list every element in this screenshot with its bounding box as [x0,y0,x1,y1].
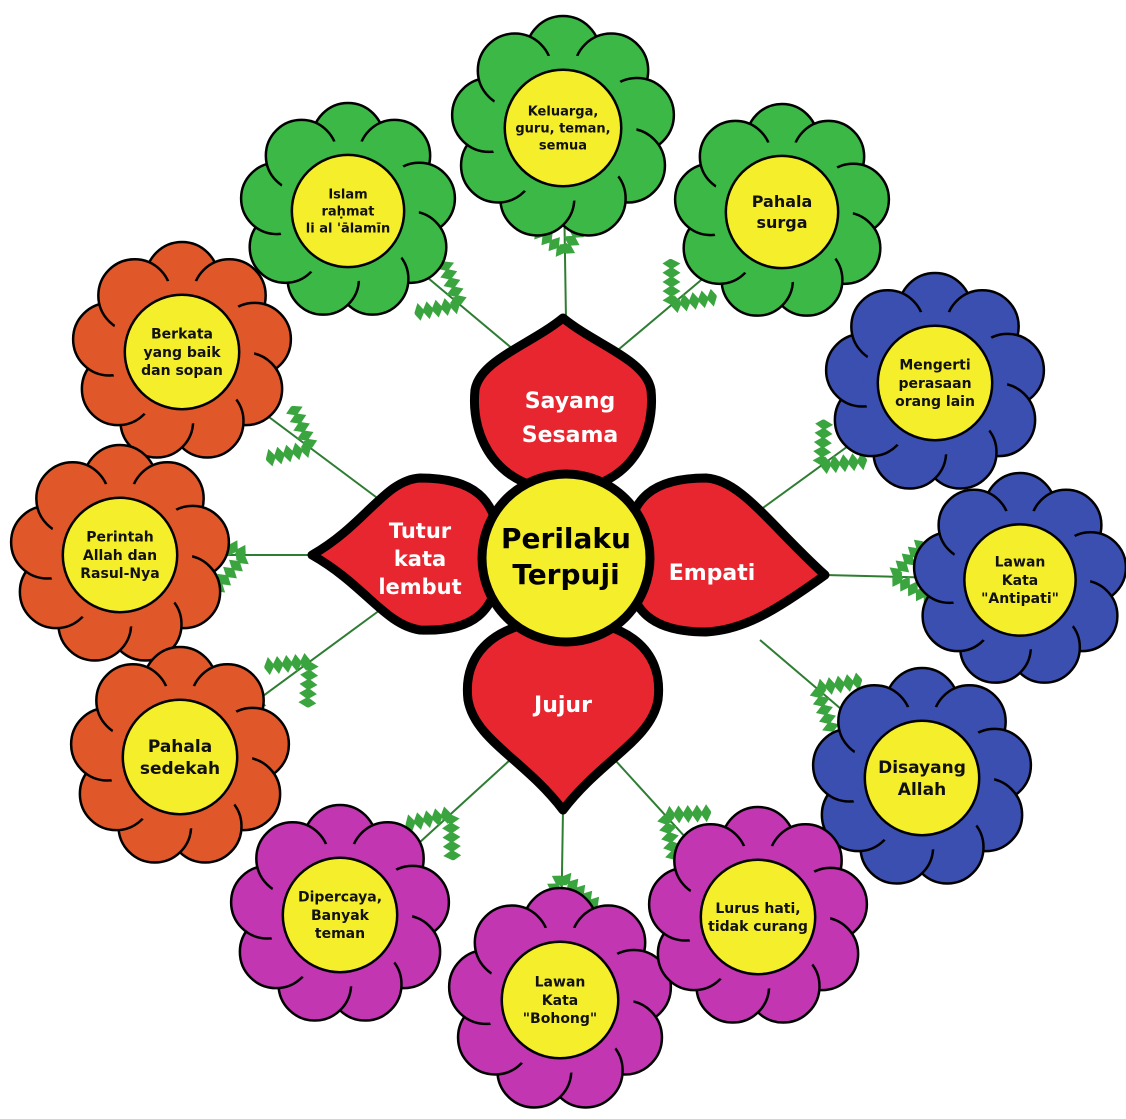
petal-left-label-1: Tutur [389,519,452,543]
leaf [821,452,868,475]
flower-label-line: sedekah [140,759,220,779]
flower-label-line: Rasul-Nya [80,566,159,582]
flower-disc [863,719,981,837]
leaf [816,672,863,697]
leaf [264,653,310,675]
flower-disc [123,293,241,411]
flower-green-2: Keluarga, guru, teman,semua [450,14,676,237]
flower-label-line: Berkata [151,327,213,343]
flower-purple-1: Dipercaya, Banyak teman [229,803,451,1022]
flower-label-line: raḥmat [322,205,375,220]
flower-disc [500,940,620,1060]
leaf [286,405,318,449]
flower-orange-1: Berkata yang baik dan sopan [71,240,293,459]
flower-label-line: Kata [1002,573,1038,589]
petal-left [307,473,505,635]
flower-disc [61,496,179,614]
leaf [265,440,311,467]
leaf [405,806,451,832]
flower-label-line: guru, teman, [515,122,610,137]
flower-label-line: Banyak [311,908,370,924]
leaf [812,419,834,466]
flower-label-line: semua [539,138,587,153]
flower-label-line: dan sopan [141,363,223,379]
flower-label-line: orang lain [895,394,975,410]
leaf [441,814,462,861]
leaf [665,804,712,824]
leaf [211,552,249,593]
flower-blue-1: Mengerti perasaan orang lain [824,271,1046,490]
flower-disc [503,68,623,188]
center-label-line-2: Terpuji [512,558,619,591]
leaf [809,688,840,732]
flower-label-line: surga [756,213,807,232]
flower-label-line: Perintah [86,530,154,546]
flower-purple-3: Lurus hati, tidak curang [647,805,869,1024]
flower-disc [121,698,239,816]
petal-bottom-label: Jujur [532,693,592,718]
center-flower: Perilaku Terpuji Sayang Sesama Empati Ju… [307,313,830,815]
flower-label-line: Lawan [535,975,586,991]
flower-label-line: tidak curang [708,919,808,935]
leaf [298,661,319,708]
center-disc [477,469,655,647]
petal-left-label-2: kata [394,547,446,571]
flower-disc [724,154,840,270]
flower-label-line: Kata [542,993,578,1009]
flower-label-line: Pahala [148,737,212,757]
petal-top-label-1: Sayang [525,389,616,414]
flower-green-3: Pahala surga [673,102,891,317]
flower-label-line: Keluarga, [528,105,599,120]
flower-label-line: Disayang [878,758,966,778]
flower-label-line: perasaan [898,376,971,392]
leaf [892,571,934,607]
flower-disc [281,856,399,974]
flower-label-line: Pahala [752,192,813,211]
flower-label-line: Dipercaya, [298,890,382,906]
flower-disc [290,153,406,269]
flower-label-line: Allah [898,780,946,800]
flower-disc [963,523,1077,637]
flower-label-line: Lawan [995,555,1046,571]
leaf [662,258,681,305]
flower-label-line: "Antipati" [981,591,1059,607]
flower-disc [876,324,994,442]
flower-label-line: Islam [328,188,367,203]
flower-label-line: Allah dan [83,548,157,564]
flower-label-line: Lurus hati, [715,901,800,917]
flower-label-line: teman [315,926,365,942]
flower-label-line: "Bohong" [523,1011,597,1027]
petal-bottom [462,615,664,815]
petal-top-label-2: Sesama [522,423,618,448]
petal-right-label: Empati [669,561,756,586]
flower-disc [699,858,817,976]
center-label-line-1: Perilaku [501,522,631,555]
flower-label-line: yang baik [143,345,221,361]
flower-label-line: li al 'ālamīn [306,221,390,236]
petal-left-label-3: lembut [378,575,461,599]
leaf [437,261,467,305]
petal-right [621,473,830,637]
leaf [671,288,717,314]
flower-label-line: Mengerti [899,358,970,374]
leaf [414,296,460,321]
petal-top [469,313,657,495]
